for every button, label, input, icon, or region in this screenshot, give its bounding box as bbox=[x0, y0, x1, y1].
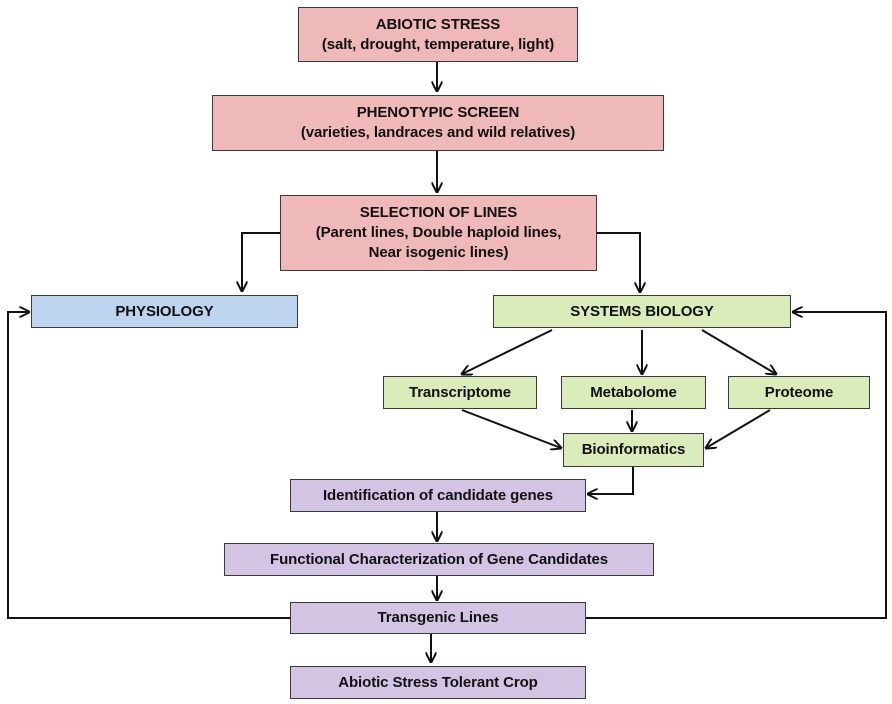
arrow-transgenic-feedback-physiology bbox=[7, 312, 290, 619]
node-phenotypic-screen: PHENOTYPIC SCREEN (varieties, landraces … bbox=[212, 95, 664, 151]
arrow-selection-to-systems bbox=[597, 232, 640, 292]
node-candidate-genes: Identification of candidate genes bbox=[290, 479, 586, 512]
node-functional-characterization-label: Functional Characterization of Gene Cand… bbox=[270, 550, 608, 568]
node-phenotypic-screen-title: PHENOTYPIC SCREEN bbox=[356, 104, 520, 121]
arrow-transgenic-feedback-systems bbox=[585, 312, 887, 619]
node-candidate-genes-label: Identification of candidate genes bbox=[322, 486, 554, 504]
node-physiology: PHYSIOLOGY bbox=[31, 295, 298, 328]
node-abiotic-stress-subtitle: (salt, drought, temperature, light) bbox=[321, 35, 555, 53]
node-transgenic-lines: Transgenic Lines bbox=[290, 602, 586, 634]
arrow-bioinformatics-to-candidate-genes bbox=[588, 467, 634, 494]
node-proteome: Proteome bbox=[728, 376, 870, 409]
node-phenotypic-screen-subtitle: (varieties, landraces and wild relatives… bbox=[300, 124, 576, 141]
node-metabolome-label: Metabolome bbox=[590, 383, 677, 401]
arrow-systems-to-transcriptome bbox=[462, 329, 553, 374]
node-selection-of-lines-title: SELECTION OF LINES bbox=[359, 204, 518, 221]
node-selection-of-lines: SELECTION OF LINES (Parent lines, Double… bbox=[280, 195, 597, 271]
node-physiology-label: PHYSIOLOGY bbox=[115, 302, 214, 320]
node-systems-biology-label: SYSTEMS BIOLOGY bbox=[570, 302, 714, 320]
node-abiotic-stress-title: ABIOTIC STRESS bbox=[375, 15, 501, 33]
arrow-systems-to-proteome bbox=[701, 329, 776, 374]
node-bioinformatics-label: Bioinformatics bbox=[581, 441, 686, 458]
node-selection-of-lines-subtitle-2: Near isogenic lines) bbox=[368, 244, 509, 261]
node-bioinformatics: Bioinformatics bbox=[563, 433, 704, 467]
node-selection-of-lines-subtitle-1: (Parent lines, Double haploid lines, bbox=[315, 224, 562, 241]
node-systems-biology: SYSTEMS BIOLOGY bbox=[493, 295, 791, 328]
node-metabolome: Metabolome bbox=[561, 376, 706, 409]
node-proteome-label: Proteome bbox=[764, 383, 834, 401]
node-transcriptome-label: Transcriptome bbox=[408, 383, 512, 401]
arrow-selection-to-physiology bbox=[242, 232, 280, 291]
node-transcriptome: Transcriptome bbox=[383, 376, 537, 409]
node-abiotic-stress: ABIOTIC STRESS (salt, drought, temperatu… bbox=[298, 7, 578, 62]
arrow-proteome-to-bioinformatics bbox=[706, 409, 771, 448]
node-tolerant-crop: Abiotic Stress Tolerant Crop bbox=[290, 666, 586, 699]
node-functional-characterization: Functional Characterization of Gene Cand… bbox=[224, 543, 654, 576]
node-tolerant-crop-label: Abiotic Stress Tolerant Crop bbox=[338, 673, 538, 691]
node-transgenic-lines-label: Transgenic Lines bbox=[377, 609, 499, 626]
arrow-transcriptome-to-bioinformatics bbox=[461, 409, 561, 448]
